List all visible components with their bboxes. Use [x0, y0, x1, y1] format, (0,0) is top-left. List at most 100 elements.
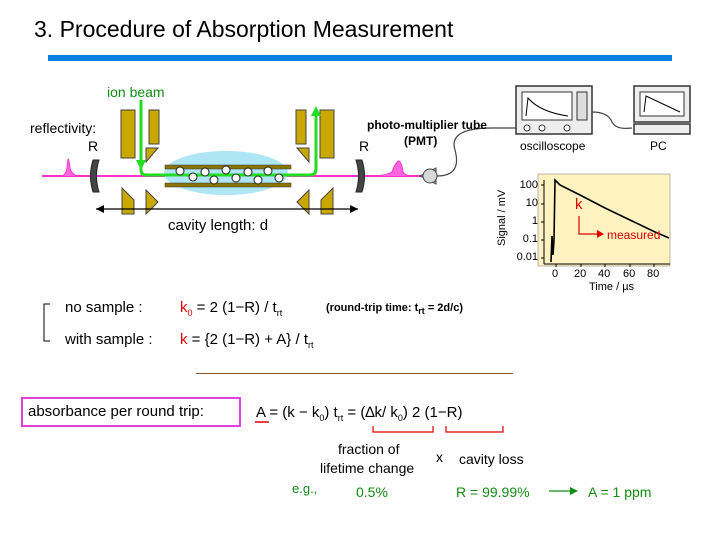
- decay-plot-ytick: 0.1: [522, 233, 538, 245]
- oscilloscope-screen: [521, 91, 573, 121]
- trap-rod-bottom: [164, 182, 292, 188]
- title-underline-bar: [48, 55, 672, 61]
- ion: [274, 173, 284, 183]
- deflector-left-lower-b: [145, 188, 159, 216]
- ion: [175, 166, 185, 176]
- absorbance-equation: A = (k − k0) trt = (∆k/ k0) 2 (1−R): [256, 404, 462, 423]
- absorbance-eq-part: ) t: [324, 404, 338, 421]
- oscilloscope-knob: [563, 124, 571, 132]
- ion: [263, 166, 273, 176]
- decay-signal-curve: [550, 178, 670, 263]
- ion: [209, 175, 219, 185]
- ion: [188, 172, 198, 182]
- example-A: A = 1 ppm: [588, 484, 652, 500]
- absorbance-eq-part: = (k − k: [265, 404, 320, 421]
- decay-plot-ytick: 1: [531, 215, 538, 227]
- cavity-arrow-right-head: [350, 205, 358, 213]
- oscilloscope-trace: [525, 96, 569, 117]
- pc-base: [633, 123, 691, 135]
- pmt-abbr-label: (PMT): [404, 134, 438, 148]
- deflector-right-upper-b: [295, 147, 310, 164]
- example-R: R = 99.99%: [456, 484, 530, 500]
- k-pointer-arrow: [597, 230, 604, 238]
- absorbance-eq-sub: 0: [319, 413, 325, 423]
- absorbance-box: [21, 397, 241, 427]
- mirror-right: [355, 159, 365, 193]
- ion-beam-label: ion beam: [107, 84, 165, 100]
- oscilloscope-knob: [523, 124, 531, 132]
- ion: [231, 173, 241, 183]
- mirror-left: [90, 159, 100, 193]
- pc-label: PC: [650, 139, 667, 153]
- deflector-left-inner: [148, 109, 160, 145]
- no-sample-rhs: = 2 (1−R) / t: [192, 299, 277, 316]
- deflector-right-lower-b: [296, 188, 310, 216]
- decay-plot-panel: [537, 173, 671, 267]
- section-divider: [196, 373, 513, 374]
- page-title: 3. Procedure of Absorption Measurement: [34, 16, 454, 42]
- absorbance-eq-sub: 0: [397, 413, 403, 423]
- ion: [253, 175, 263, 185]
- no-sample-label: no sample :: [65, 299, 143, 316]
- ion-beam-arrow-in: [136, 160, 146, 170]
- roundtrip-note-text: (round-trip time: t: [326, 302, 419, 314]
- example-arrow-head: [570, 487, 578, 495]
- roundtrip-note: (round-trip time: trt = 2d/c): [326, 302, 463, 316]
- example-percent: 0.5%: [356, 484, 388, 500]
- absorbance-eq-part: = (∆k/ k: [343, 404, 398, 421]
- oscilloscope-label: oscilloscope: [520, 139, 586, 153]
- decay-plot-ytick: 0.01: [516, 251, 538, 263]
- no-sample-equation: k0 = 2 (1−R) / trt: [180, 299, 282, 318]
- laser-pulse-right: [369, 160, 413, 177]
- k-pointer: [578, 216, 600, 235]
- pc-screen-trace: [643, 95, 681, 113]
- fraction-label-line2: lifetime change: [320, 460, 415, 476]
- oscilloscope-knob: [538, 124, 546, 132]
- brace-lifetime: [372, 426, 434, 433]
- no-sample-k: k: [180, 299, 188, 316]
- decay-plot-ytick: 10: [525, 197, 538, 209]
- ion: [221, 165, 231, 175]
- example-eg: e.g.,: [292, 481, 318, 496]
- cavity-length-label: cavity length: d: [168, 217, 269, 234]
- decay-plot-xlabel: Time / µs: [589, 281, 635, 293]
- case-bracket: [43, 303, 50, 342]
- with-sample-rhs-sub: rt: [308, 340, 314, 350]
- absorbance-A: A: [256, 404, 266, 421]
- with-sample-k: k: [180, 331, 188, 348]
- ion-beam-path: [139, 100, 318, 177]
- ion: [200, 167, 210, 177]
- deflector-right-lower-a: [320, 186, 334, 215]
- ion-beam-arrow-out: [311, 106, 321, 116]
- scope-pc-cable: [591, 111, 633, 129]
- cavity-loss-label: cavity loss: [459, 451, 524, 467]
- roundtrip-note-sub: rt: [418, 306, 425, 317]
- decay-plot-xtick: 20: [574, 268, 587, 280]
- deflector-left-outer: [120, 109, 136, 159]
- fraction-label-line1: fraction of: [338, 441, 400, 457]
- roundtrip-note-end: = 2d/c): [424, 302, 463, 314]
- decay-measured-label: measured: [607, 228, 661, 242]
- absorbance-eq-sub: rt: [337, 413, 344, 423]
- decay-plot-ylabel: Signal / mV: [496, 189, 508, 246]
- decay-k-label: k: [575, 196, 583, 213]
- deflector-left-upper-b: [145, 147, 160, 164]
- deflector-right-inner: [295, 109, 307, 145]
- no-sample-rhs-sub: rt: [276, 308, 283, 318]
- mirror-left-label: R: [88, 138, 99, 154]
- with-sample-label: with sample :: [65, 331, 153, 348]
- deflector-right-outer: [319, 109, 335, 159]
- times-symbol: x: [436, 449, 443, 465]
- with-sample-rhs: = {2 (1−R) + A} / t: [187, 331, 308, 348]
- pmt-window: [422, 168, 438, 184]
- decay-plot-ticks: [541, 184, 655, 267]
- absorbance-eq-part: ) 2 (1−R): [402, 404, 463, 421]
- decay-plot-xtick: 60: [623, 268, 636, 280]
- pmt-label: photo-multiplier tube: [367, 118, 487, 132]
- ion: [243, 167, 253, 177]
- no-sample-k-sub: 0: [187, 308, 193, 318]
- decay-plot-xtick: 40: [598, 268, 611, 280]
- ion-particles: [175, 165, 284, 185]
- reflectivity-label: reflectivity:: [30, 120, 97, 136]
